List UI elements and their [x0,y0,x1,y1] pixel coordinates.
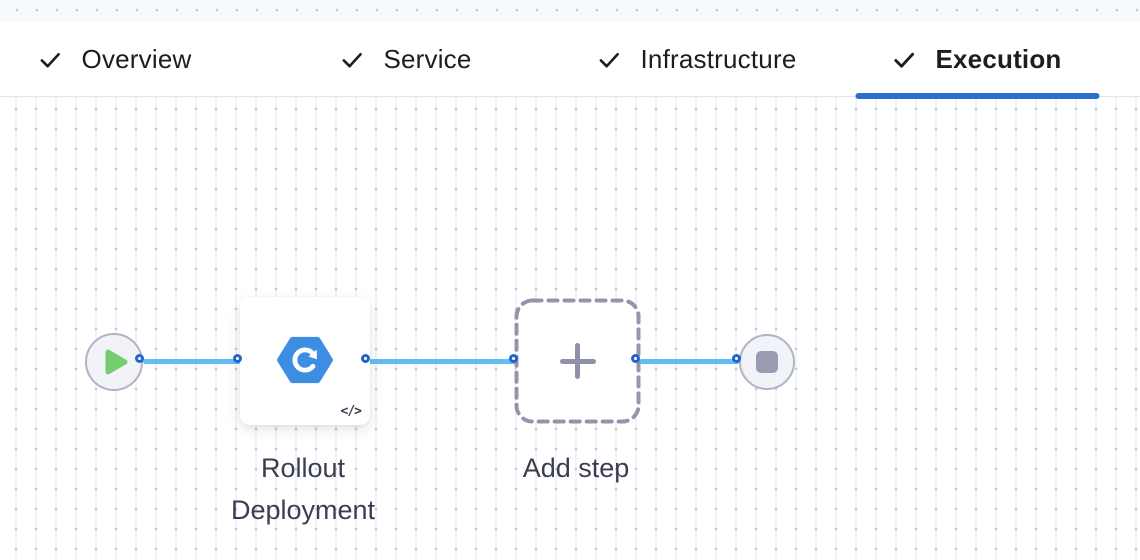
tab-execution[interactable]: Execution [855,22,1099,99]
add-step-label: Add step [522,453,630,483]
check-icon [342,52,362,68]
rollout-deployment-icon [277,336,333,384]
connector-port[interactable] [233,354,242,363]
pipeline-canvas[interactable]: </> Rollout Deployment Add step [0,97,1140,560]
plus-icon [559,343,596,379]
connector-line [369,359,517,364]
tab-label: Overview [81,43,192,74]
tab-label: Execution [935,43,1062,74]
tab-overview[interactable]: Overview [39,22,192,96]
pipeline-end-node[interactable] [739,334,795,390]
add-step-button[interactable] [514,298,641,424]
check-icon [894,52,915,68]
step-card-rollout-deployment[interactable]: </> [240,297,370,425]
connector-port[interactable] [509,354,518,363]
tab-service[interactable]: Service [340,22,471,96]
step-label: Rollout Deployment [230,453,376,525]
check-icon [40,52,60,68]
connector-port[interactable] [361,354,370,363]
tab-infrastructure[interactable]: Infrastructure [598,22,797,96]
connector-port[interactable] [631,354,640,363]
active-tab-underline [855,93,1099,99]
check-icon [599,52,619,68]
connector-line [639,359,740,364]
connector-port[interactable] [135,354,144,363]
play-icon [105,349,128,375]
connector-port[interactable] [732,354,741,363]
pipeline-start-node[interactable] [85,333,143,391]
stage-tab-bar: Overview Service Infrastructure Executio… [0,22,1140,99]
connector-line [143,359,241,364]
stop-icon [756,351,778,373]
canvas-top-strip [0,0,1140,22]
tab-label: Infrastructure [640,43,797,74]
tab-label: Service [383,43,472,74]
code-icon: </> [340,404,363,419]
